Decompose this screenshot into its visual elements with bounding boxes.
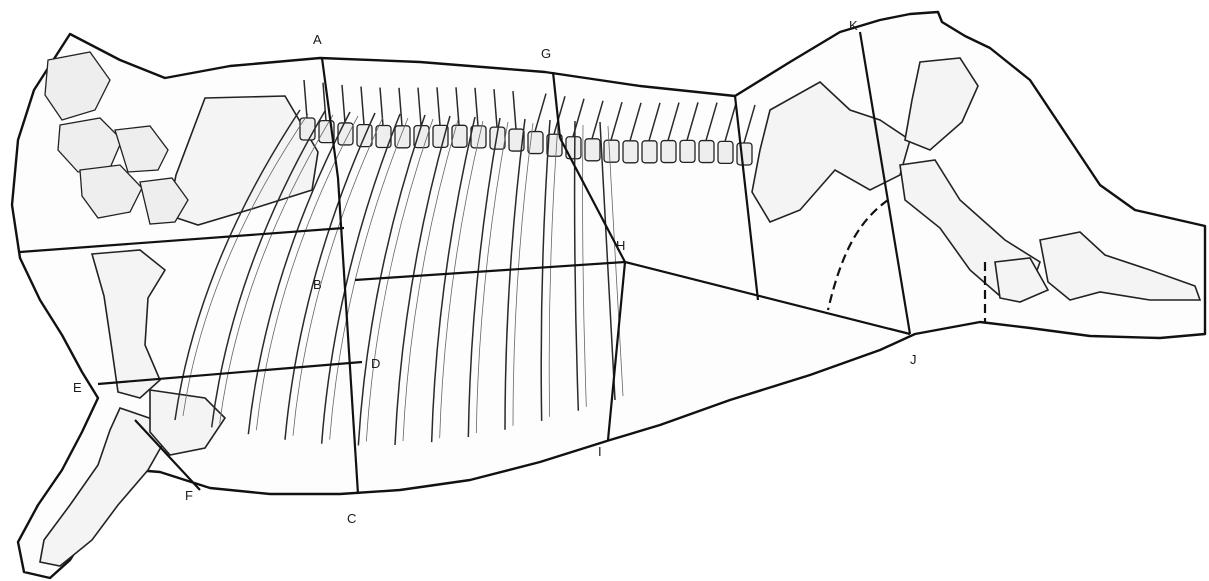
- vertebra-9: [452, 125, 467, 147]
- label-i: I: [598, 444, 602, 459]
- label-b: B: [313, 277, 322, 292]
- vertebra-17: [604, 140, 619, 162]
- label-j: J: [910, 352, 917, 367]
- label-a: A: [313, 32, 322, 47]
- label-g: G: [541, 46, 551, 61]
- label-c: C: [347, 511, 356, 526]
- label-e: E: [73, 380, 82, 395]
- vertebra-24: [737, 143, 752, 165]
- label-h: H: [616, 238, 625, 253]
- vertebra-21: [680, 140, 695, 162]
- vertebra-10: [471, 126, 486, 148]
- vertebra-19: [642, 141, 657, 163]
- label-d: D: [371, 356, 380, 371]
- vertebra-22: [699, 141, 714, 163]
- label-f: F: [185, 488, 193, 503]
- vertebra-18: [623, 141, 638, 163]
- vertebra-23: [718, 141, 733, 163]
- label-k: K: [849, 18, 858, 33]
- vertebra-20: [661, 141, 676, 163]
- vertebra-3: [338, 123, 353, 145]
- vertebra-16: [585, 139, 600, 161]
- vertebra-1: [300, 118, 315, 140]
